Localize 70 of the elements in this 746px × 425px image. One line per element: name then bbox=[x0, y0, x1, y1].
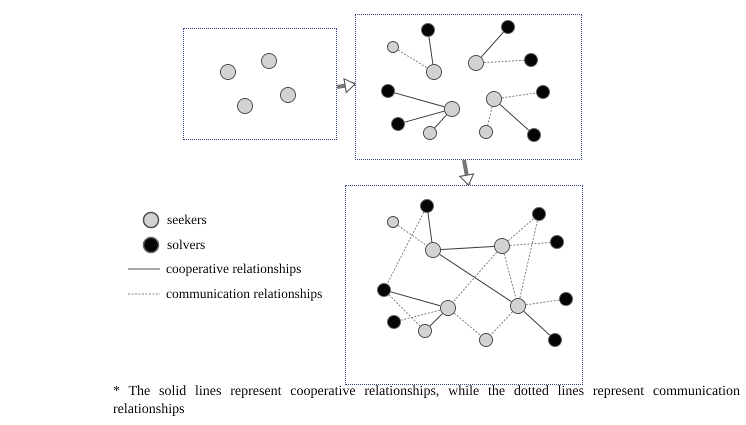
solver-dot bbox=[387, 315, 401, 329]
relationship-line bbox=[397, 224, 427, 246]
solver-dot bbox=[420, 199, 434, 213]
relationship-line bbox=[398, 50, 428, 68]
solver-dot bbox=[536, 85, 550, 99]
relationship-line bbox=[480, 32, 504, 58]
solver-dot bbox=[527, 128, 541, 142]
solver-dot bbox=[377, 283, 391, 297]
caption: * The solid lines represent cooperative relationships, while the dotted lines represent communication relationships bbox=[113, 383, 740, 419]
relationship-line bbox=[434, 114, 447, 128]
relationship-line bbox=[439, 254, 512, 302]
relationship-line bbox=[501, 92, 537, 98]
legend-label: cooperative relationships bbox=[166, 261, 302, 278]
legend-label: seekers bbox=[167, 212, 207, 228]
relationship-line bbox=[490, 311, 514, 336]
network-panel bbox=[183, 28, 337, 140]
seeker-circle bbox=[425, 242, 441, 258]
solver-dot bbox=[421, 23, 435, 37]
seeker-circle bbox=[423, 126, 437, 140]
network-panel bbox=[345, 185, 583, 385]
relationship-line bbox=[484, 60, 524, 64]
relationship-line bbox=[440, 246, 494, 250]
relationship-line bbox=[519, 220, 538, 299]
solver-dot bbox=[391, 117, 405, 131]
relationship-line bbox=[400, 310, 441, 321]
relationship-line bbox=[525, 300, 560, 306]
seeker-circle bbox=[510, 298, 526, 314]
relationship-line bbox=[452, 252, 498, 302]
seeker-circle bbox=[426, 64, 442, 80]
solver-dot bbox=[381, 84, 395, 98]
solver-dot bbox=[532, 207, 546, 221]
legend-label: solvers bbox=[167, 236, 206, 253]
seeker-circle bbox=[479, 333, 493, 347]
solver-dot bbox=[524, 53, 538, 67]
relationship-line bbox=[386, 212, 424, 284]
solver-dot bbox=[548, 333, 562, 347]
relationship-line bbox=[390, 291, 440, 306]
seeker-circle bbox=[280, 87, 296, 103]
network-panel bbox=[355, 14, 582, 160]
relationship-line bbox=[509, 242, 551, 246]
seeker-circle bbox=[486, 91, 502, 107]
seeker-circle bbox=[494, 238, 510, 254]
seeker-circle bbox=[440, 300, 456, 316]
relationship-line bbox=[404, 110, 444, 123]
seeker-circle bbox=[479, 125, 493, 139]
seeker-circle bbox=[468, 55, 484, 71]
relationship-line bbox=[427, 212, 432, 242]
block-arrow bbox=[336, 78, 356, 94]
relationship-line bbox=[508, 218, 534, 242]
block-arrow bbox=[459, 160, 474, 186]
seeker-circle bbox=[444, 101, 460, 117]
legend-label: communication relationships bbox=[166, 286, 322, 302]
relationship-line bbox=[504, 253, 516, 299]
solver-dot bbox=[550, 235, 564, 249]
relationship-line bbox=[487, 106, 493, 126]
relationship-line bbox=[454, 312, 482, 336]
seeker-circle bbox=[237, 98, 253, 114]
relationship-line bbox=[524, 311, 550, 336]
solver-dot bbox=[501, 20, 515, 34]
seeker-circle bbox=[387, 41, 399, 53]
relationship-line bbox=[394, 92, 444, 108]
seeker-circle bbox=[261, 53, 277, 69]
relationship-line bbox=[500, 104, 530, 131]
seeker-circle bbox=[387, 216, 399, 228]
seeker-circle bbox=[220, 64, 236, 80]
relationship-line bbox=[388, 294, 421, 327]
relationship-line bbox=[428, 36, 434, 64]
seeker-circle bbox=[418, 324, 432, 338]
relationship-line bbox=[430, 313, 443, 326]
solver-dot bbox=[559, 292, 573, 306]
